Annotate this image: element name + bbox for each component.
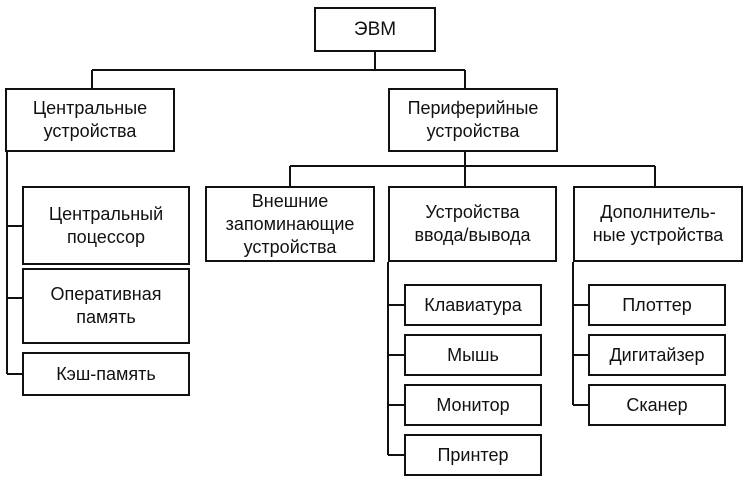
node-scanner-label: Сканер	[626, 394, 688, 415]
node-scanner: Сканер	[588, 384, 726, 426]
node-cpu-label: Центральный поцессор	[48, 203, 164, 247]
node-cache-label: Кэш-память	[56, 363, 156, 384]
node-printer-label: Принтер	[437, 444, 509, 465]
node-io-devices: Устройства ввода/вывода	[388, 186, 557, 262]
node-io-devices-label: Устройства ввода/вывода	[414, 202, 531, 245]
node-ram-label: Оперативная память	[50, 284, 162, 327]
node-digitizer-label: Дигитайзер	[609, 344, 705, 365]
node-peripheral-devices: Периферийные устройства	[388, 88, 558, 152]
node-extra-devices-label: Дополнитель- ные устройства	[592, 202, 724, 245]
node-external-storage-label: Внешние запоминающие устройства	[225, 190, 355, 257]
node-peripheral-devices-label: Периферийные устройства	[407, 98, 539, 141]
node-central-devices-label: Центральные устройства	[32, 98, 148, 141]
node-keyboard: Клавиатура	[404, 284, 542, 326]
node-keyboard-label: Клавиатура	[424, 294, 522, 315]
node-plotter-label: Плоттер	[622, 294, 692, 315]
node-external-storage: Внешние запоминающие устройства	[205, 186, 375, 262]
node-monitor: Монитор	[404, 384, 542, 426]
node-ram: Оперативная память	[22, 268, 190, 344]
node-extra-devices: Дополнитель- ные устройства	[573, 186, 743, 262]
node-digitizer: Дигитайзер	[588, 334, 726, 376]
node-central-devices: Центральные устройства	[5, 88, 175, 152]
node-computer-label: ЭВМ	[353, 19, 397, 40]
node-computer: ЭВМ	[314, 7, 436, 52]
node-cpu: Центральный поцессор	[22, 186, 190, 265]
node-monitor-label: Монитор	[436, 394, 510, 415]
node-plotter: Плоттер	[588, 284, 726, 326]
node-cache: Кэш-память	[22, 352, 190, 396]
node-printer: Принтер	[404, 434, 542, 476]
node-mouse-label: Мышь	[447, 344, 499, 365]
node-mouse: Мышь	[404, 334, 542, 376]
